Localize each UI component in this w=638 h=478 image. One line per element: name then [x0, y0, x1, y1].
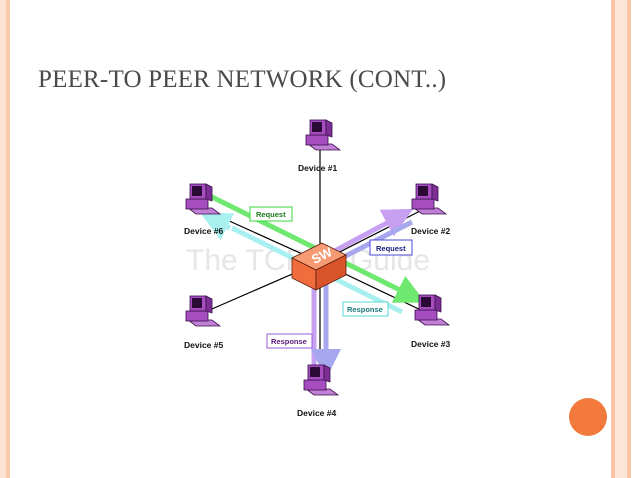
- right-accent-bar-3: [627, 0, 631, 478]
- request-arrow-green: [206, 192, 426, 303]
- response-box-cyan: [342, 301, 389, 317]
- device-3-label: Device #3: [411, 339, 450, 349]
- computer-icon: [303, 364, 339, 396]
- left-accent-bar-outer: [6, 0, 10, 478]
- request-label-green: Request: [256, 210, 286, 219]
- accent-dot: [569, 398, 607, 436]
- response-label-cyan: Response: [347, 305, 383, 314]
- response-box-purple: [266, 333, 313, 349]
- computer-icon: [305, 119, 341, 151]
- right-accent-bar-2: [615, 0, 627, 478]
- device-6-label: Device #6: [184, 226, 223, 236]
- device-1-label: Device #1: [298, 163, 337, 173]
- request-label-blue: Request: [376, 244, 406, 253]
- request-box-green: [249, 206, 293, 222]
- device-5-label: Device #5: [184, 340, 223, 350]
- computer-icon: [414, 294, 450, 326]
- response-arrow-cyan-head: [200, 213, 235, 241]
- computer-icon: [185, 295, 221, 327]
- slide-title: PEER-TO PEER NETWORK (CONT..): [38, 66, 447, 93]
- left-accent-bar-inner: [0, 0, 6, 478]
- computer-icon: [411, 183, 447, 215]
- right-accent-bar-1: [611, 0, 615, 478]
- switch-icon: SW: [291, 242, 347, 291]
- device-4-label: Device #4: [297, 408, 336, 418]
- device-2-label: Device #2: [411, 226, 450, 236]
- request-box-blue: [369, 239, 413, 256]
- response-label-purple: Response: [271, 337, 307, 346]
